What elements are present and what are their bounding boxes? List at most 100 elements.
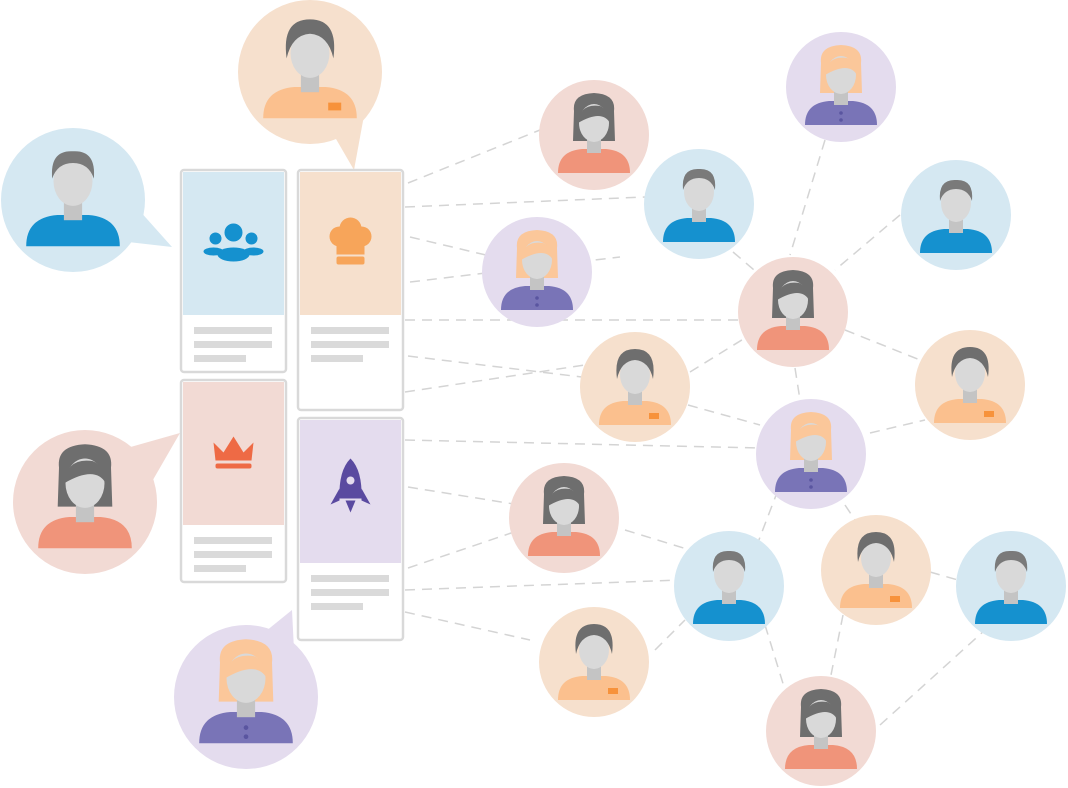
badge: [890, 596, 900, 602]
neck: [587, 666, 601, 680]
button: [839, 111, 843, 115]
connection-line: [869, 419, 926, 434]
rocket-icon: [330, 458, 371, 513]
card-header: [183, 172, 284, 315]
profile-cards: [179, 168, 405, 642]
hair: [575, 624, 613, 654]
text-placeholder-bar: [194, 551, 272, 558]
connection-line: [844, 329, 921, 361]
body: [528, 532, 600, 556]
avatar-male: [693, 550, 765, 624]
avatar-female-long: [528, 476, 600, 556]
neck: [949, 219, 963, 233]
connection-lines: [404, 129, 986, 726]
speech-bubble-pink: [13, 430, 180, 574]
text-placeholder-bar: [194, 565, 246, 572]
avatar-female-long: [38, 444, 132, 549]
network-node-blue: [901, 160, 1011, 270]
avatar-female-blonde: [775, 412, 847, 492]
button: [809, 485, 813, 489]
avatar-female-short: [558, 624, 630, 700]
text-placeholder-bar: [311, 355, 363, 362]
crown-icon: [213, 436, 254, 469]
hair: [994, 550, 1028, 572]
face: [290, 28, 330, 78]
fringe: [548, 488, 580, 506]
face: [941, 184, 971, 222]
network-node-pink: [539, 80, 649, 190]
avatar-male: [975, 550, 1047, 624]
connection-line: [404, 579, 681, 591]
badge: [984, 411, 994, 417]
avatar-male: [663, 168, 735, 242]
connection-line: [834, 214, 901, 271]
neck: [1004, 590, 1018, 604]
speech-bubble-purple: [174, 610, 318, 769]
neck: [786, 316, 800, 330]
avatar-female-long: [558, 93, 630, 173]
profile-card-purple: [296, 416, 405, 642]
face: [955, 354, 985, 392]
network-node-blue: [644, 149, 754, 259]
fringe: [578, 105, 610, 123]
neck: [63, 202, 83, 221]
face: [996, 555, 1026, 593]
profile-card-peach: [296, 168, 405, 412]
text-placeholder-bar: [311, 575, 389, 582]
chef-hat-icon: [329, 217, 372, 265]
text-placeholder-bar: [311, 327, 389, 334]
badge: [328, 102, 342, 111]
connection-line: [404, 611, 531, 641]
fringe: [225, 655, 267, 679]
profile-card-pink: [179, 378, 288, 584]
body: [693, 600, 765, 624]
text-placeholder-bar: [311, 341, 389, 348]
face: [684, 173, 714, 211]
connection-line: [789, 139, 826, 256]
face: [579, 631, 609, 669]
hair: [51, 151, 95, 179]
hair: [857, 532, 895, 562]
face: [861, 539, 891, 577]
avatar-female-blonde: [805, 45, 877, 125]
connection-line: [829, 614, 844, 681]
text-placeholder-bar: [194, 355, 246, 362]
text-placeholder-bar: [194, 341, 272, 348]
body: [975, 600, 1047, 624]
neck: [628, 391, 642, 405]
fringe: [825, 57, 857, 75]
connection-line: [409, 236, 491, 257]
speech-bubbles: [1, 0, 382, 769]
hair: [285, 19, 335, 59]
fringe: [805, 701, 837, 719]
connection-line: [404, 439, 761, 449]
body: [663, 218, 735, 242]
network-nodes: [482, 32, 1066, 786]
avatar-female-long: [757, 270, 829, 350]
bubble-tail: [120, 433, 180, 485]
group-icon: [203, 223, 264, 262]
face: [714, 555, 744, 593]
button: [243, 734, 249, 740]
neck: [722, 590, 736, 604]
button: [809, 478, 813, 482]
hair: [712, 550, 746, 572]
avatar-female-short: [840, 532, 912, 608]
connection-line: [879, 629, 986, 726]
connection-line: [407, 355, 591, 379]
hair: [616, 349, 654, 379]
text-placeholder-bar: [194, 327, 272, 334]
text-placeholder-bar: [311, 603, 363, 610]
face: [620, 356, 650, 394]
avatar-male: [920, 179, 992, 253]
network-node-purple: [786, 32, 896, 142]
badge: [649, 413, 659, 419]
connection-line: [929, 571, 959, 581]
profile-card-blue: [179, 168, 288, 374]
avatar-female-blonde: [501, 230, 573, 310]
body: [785, 745, 857, 769]
avatar-female-short: [263, 19, 357, 119]
fringe: [64, 460, 106, 484]
button: [535, 303, 539, 307]
